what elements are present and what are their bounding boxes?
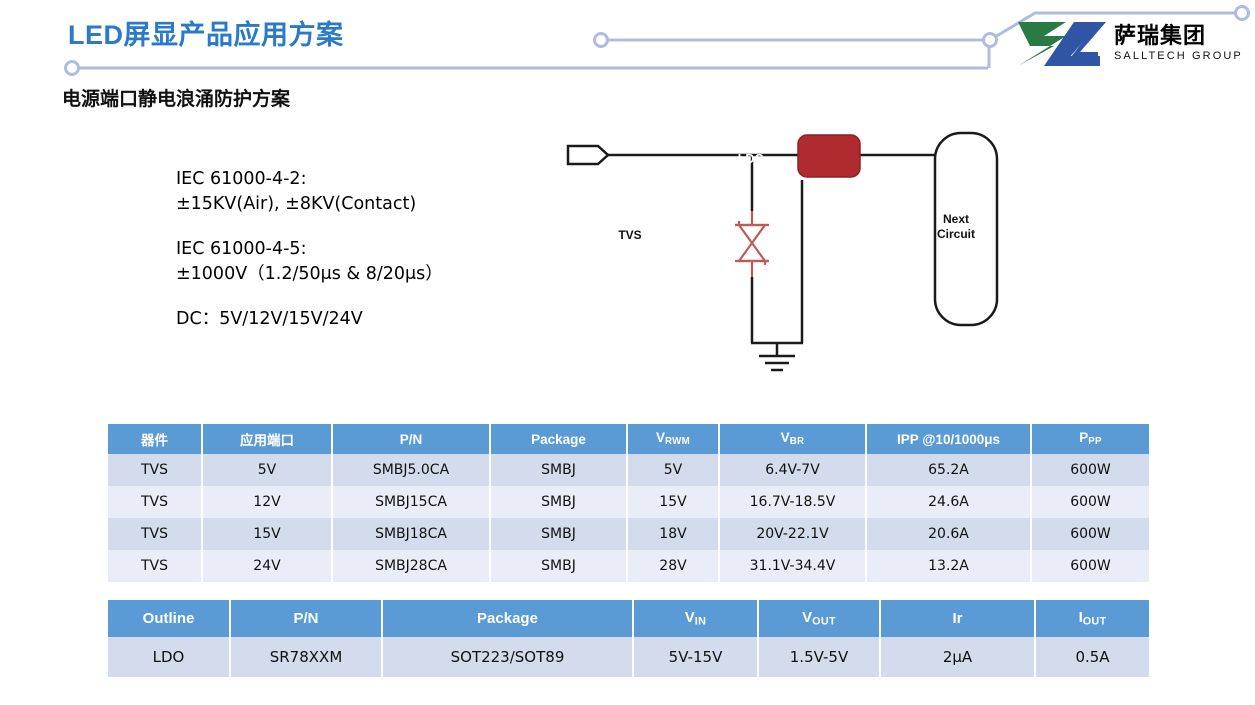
cell-pn: SMBJ5.0CA xyxy=(331,454,491,486)
spec-group-esd: IEC 61000-4-2: ±15KV(Air), ±8KV(Contact) xyxy=(176,167,443,218)
th-ipp: IPP @10/1000μs xyxy=(865,424,1032,454)
cell-ppp: 600W xyxy=(1030,518,1149,550)
decoration-node-mid xyxy=(593,32,609,48)
cell-vbr: 31.1V-34.4V xyxy=(718,550,867,582)
tvs-diode-icon xyxy=(735,221,769,265)
spec-line: IEC 61000-4-2: xyxy=(176,169,307,189)
ldo-block xyxy=(797,134,861,178)
tvs-spec-table: 器件 应用端口 P/N Package VRWM VBR IPP @10/100… xyxy=(108,424,1149,582)
spec-line: ±1000V（1.2/50μs & 8/20μs） xyxy=(176,264,443,285)
cell-pn: SMBJ28CA xyxy=(331,550,491,582)
input-connector-icon xyxy=(566,144,610,166)
th-package: Package xyxy=(381,600,634,637)
th-outline: Outline xyxy=(108,600,231,637)
cell-ipp: 13.2A xyxy=(865,550,1032,582)
brand-name-cn: 萨瑞集团 xyxy=(1114,24,1207,49)
next-circuit-label: Next Circuit xyxy=(926,212,986,243)
next-circuit-block xyxy=(933,131,999,327)
cell-vrwm: 18V xyxy=(626,518,720,550)
table-row: LDO SR78XXM SOT223/SOT89 5V-15V 1.5V-5V … xyxy=(108,637,1149,677)
spec-line: DC：5V/12V/15V/24V xyxy=(176,308,363,329)
spec-group-dc: DC：5V/12V/15V/24V xyxy=(176,307,443,332)
cell-device: TVS xyxy=(108,518,203,550)
cell-ir: 2μA xyxy=(879,637,1036,677)
brand-text: 萨瑞集团 SALLTECH GROUP xyxy=(1114,26,1243,62)
cell-vrwm: 15V xyxy=(626,486,720,518)
th-vin: VIN xyxy=(632,600,759,637)
table-row: TVS 24V SMBJ28CA SMBJ 28V 31.1V-34.4V 13… xyxy=(108,550,1149,582)
cell-package: SOT223/SOT89 xyxy=(381,637,634,677)
spec-line: ±15KV(Air), ±8KV(Contact) xyxy=(176,194,417,215)
th-port: 应用端口 xyxy=(201,424,333,454)
cell-pn: SMBJ15CA xyxy=(331,486,491,518)
next-circuit-label-line2: Circuit xyxy=(936,227,975,242)
cell-outline: LDO xyxy=(108,637,231,677)
cell-ppp: 600W xyxy=(1030,550,1149,582)
cell-package: SMBJ xyxy=(489,486,628,518)
th-vrwm: VRWM xyxy=(626,424,720,454)
table-header-row: 器件 应用端口 P/N Package VRWM VBR IPP @10/100… xyxy=(108,424,1149,454)
decoration-node-left xyxy=(64,60,80,76)
next-circuit-label-line1: Next xyxy=(942,212,969,226)
th-pn: P/N xyxy=(331,424,491,454)
cell-port: 15V xyxy=(201,518,333,550)
cell-port: 24V xyxy=(201,550,333,582)
table-row: TVS 5V SMBJ5.0CA SMBJ 5V 6.4V-7V 65.2A 6… xyxy=(108,454,1149,486)
cell-ipp: 24.6A xyxy=(865,486,1032,518)
spec-group-surge: IEC 61000-4-5: ±1000V（1.2/50μs & 8/20μs） xyxy=(176,237,443,288)
section-title: 电源端口静电浪涌防护方案 xyxy=(62,89,291,110)
ldo-label: LDO xyxy=(737,152,765,166)
cell-ipp: 65.2A xyxy=(865,454,1032,486)
spec-line: IEC 61000-4-5: xyxy=(176,238,307,259)
table-row: TVS 12V SMBJ15CA SMBJ 15V 16.7V-18.5V 24… xyxy=(108,486,1149,518)
cell-device: TVS xyxy=(108,550,203,582)
th-package: Package xyxy=(489,424,628,454)
brand-name-en: SALLTECH GROUP xyxy=(1114,50,1243,62)
decoration-node-logo xyxy=(982,32,998,48)
cell-port: 12V xyxy=(201,486,333,518)
page-title: LED屏显产品应用方案 xyxy=(68,20,344,50)
cell-ppp: 600W xyxy=(1030,454,1149,486)
circuit-diagram xyxy=(566,131,999,372)
th-vout: VOUT xyxy=(757,600,881,637)
ldo-spec-table: Outline P/N Package VIN VOUT Ir IOUT LDO… xyxy=(108,600,1149,677)
salltech-logo-icon xyxy=(1018,22,1106,66)
cell-ipp: 20.6A xyxy=(865,518,1032,550)
cell-port: 5V xyxy=(201,454,333,486)
th-pn: P/N xyxy=(229,600,383,637)
cell-vrwm: 5V xyxy=(626,454,720,486)
th-vbr: VBR xyxy=(718,424,867,454)
cell-vin: 5V-15V xyxy=(632,637,759,677)
tvs-label: TVS xyxy=(618,228,642,242)
th-ppp: PPP xyxy=(1030,424,1149,454)
cell-package: SMBJ xyxy=(489,518,628,550)
th-ir: Ir xyxy=(879,600,1036,637)
cell-vbr: 20V-22.1V xyxy=(718,518,867,550)
cell-ppp: 600W xyxy=(1030,486,1149,518)
table-row: TVS 15V SMBJ18CA SMBJ 18V 20V-22.1V 20.6… xyxy=(108,518,1149,550)
cell-device: TVS xyxy=(108,486,203,518)
brand-logo: 萨瑞集团 SALLTECH GROUP xyxy=(1014,18,1243,70)
cell-iout: 0.5A xyxy=(1034,637,1149,677)
spec-text-block: IEC 61000-4-2: ±15KV(Air), ±8KV(Contact)… xyxy=(176,167,443,332)
cell-vrwm: 28V xyxy=(626,550,720,582)
decoration-node-right xyxy=(1234,5,1250,21)
cell-package: SMBJ xyxy=(489,550,628,582)
cell-package: SMBJ xyxy=(489,454,628,486)
th-device: 器件 xyxy=(108,424,203,454)
cell-vbr: 16.7V-18.5V xyxy=(718,486,867,518)
ground-icon xyxy=(759,343,795,372)
cell-device: TVS xyxy=(108,454,203,486)
cell-pn: SMBJ18CA xyxy=(331,518,491,550)
cell-vbr: 6.4V-7V xyxy=(718,454,867,486)
th-iout: IOUT xyxy=(1034,600,1149,637)
cell-vout: 1.5V-5V xyxy=(757,637,881,677)
table-header-row: Outline P/N Package VIN VOUT Ir IOUT xyxy=(108,600,1149,637)
header-decoration-line xyxy=(64,5,1250,76)
cell-pn: SR78XXM xyxy=(229,637,383,677)
